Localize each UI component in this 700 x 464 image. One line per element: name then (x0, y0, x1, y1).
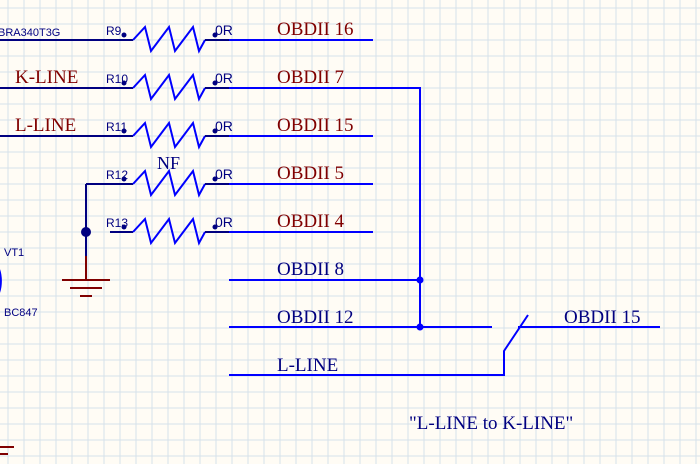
ground-icon (62, 279, 110, 297)
net-label: OBDII 7 (277, 67, 344, 88)
part-label-bra340t3g: BRA340T3G (0, 27, 60, 39)
resistor-zigzag-icon (132, 168, 206, 198)
wire-l-line-switch (229, 314, 529, 376)
pin-dot (121, 224, 127, 230)
resistor-zigzag-icon (132, 120, 206, 150)
resistor-r11[interactable]: R11 0R OBDII 15 (0, 115, 373, 150)
pin-dot (212, 176, 218, 182)
resistor-r13[interactable]: R13 0R OBDII 4 (106, 211, 373, 246)
net-label: OBDII 15 (277, 115, 354, 136)
resistor-value: 0R (215, 22, 233, 38)
pin-dot (121, 80, 127, 86)
pin-dot (121, 32, 127, 38)
resistor-designator: R12 (106, 168, 128, 182)
resistor-zigzag-icon (132, 216, 206, 246)
part-label-vt1: VT1 (4, 247, 24, 259)
net-label-obdii-12: OBDII 12 (277, 307, 354, 328)
resistor-designator: R9 (106, 24, 122, 38)
bus-wires (229, 87, 660, 376)
resistor-r12[interactable]: R12 0R OBDII 5 (106, 163, 373, 198)
junction-dot (81, 227, 91, 237)
net-label: OBDII 16 (277, 19, 354, 40)
junction-dot (416, 323, 424, 331)
net-label: OBDII 4 (277, 211, 345, 232)
pin-dot (121, 176, 127, 182)
resistor-designator: R13 (106, 216, 128, 230)
junction-dot (416, 276, 424, 284)
net-label: OBDII 5 (277, 163, 344, 184)
resistor-r10[interactable]: R10 0R OBDII 7 (0, 67, 373, 102)
resistor-value: 0R (215, 118, 233, 134)
resistor-value: 0R (215, 166, 233, 182)
pin-dot (212, 224, 218, 230)
resistor-designator: R10 (106, 72, 128, 86)
resistor-value: 0R (215, 70, 233, 86)
resistor-r9[interactable]: R9 0R OBDII 16 (0, 19, 373, 54)
net-label-k-line: K-LINE (15, 67, 78, 88)
net-label-obdii-15-switch: OBDII 15 (564, 307, 641, 328)
pin-dot (212, 128, 218, 134)
ground-node (62, 183, 123, 297)
transistor-body-arc (0, 269, 2, 293)
net-label-l-line: L-LINE (277, 355, 338, 376)
resistor-zigzag-icon (132, 24, 206, 54)
pin-dot (212, 32, 218, 38)
pin-dot (121, 128, 127, 134)
caption-text: "L-LINE to K-LINE" (409, 413, 573, 434)
net-label-l-line-left: L-LINE (15, 115, 76, 136)
part-label-bc847: BC847 (4, 307, 38, 319)
resistor-zigzag-icon (132, 72, 206, 102)
pin-dot (212, 80, 218, 86)
net-label-obdii-8: OBDII 8 (277, 259, 344, 280)
resistor-value: 0R (215, 214, 233, 230)
resistor-note-nf: NF (157, 153, 180, 173)
wire-k-line-bus (373, 87, 421, 327)
resistor-designator: R11 (106, 120, 127, 134)
